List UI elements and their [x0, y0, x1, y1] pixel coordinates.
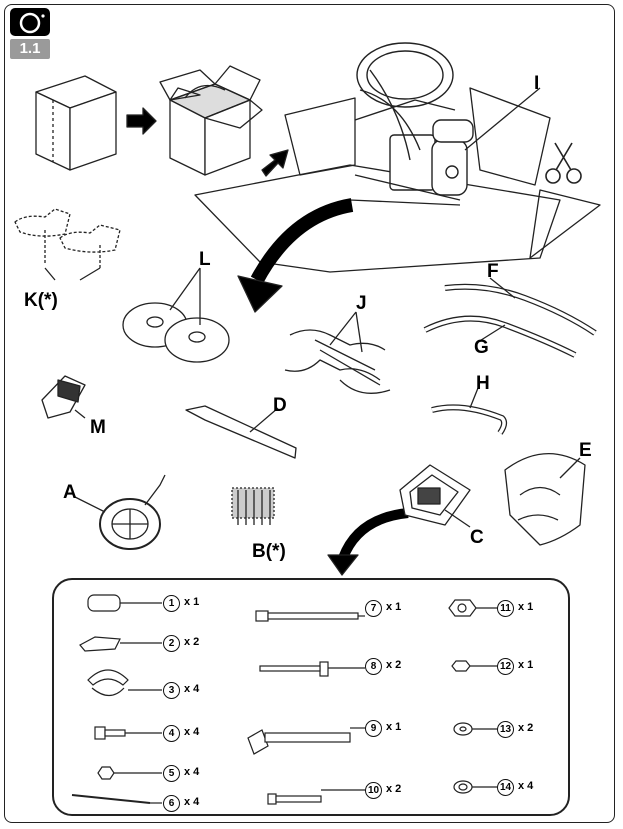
hw-2-plate [79, 636, 121, 652]
hw-num-12: 12 [497, 658, 514, 675]
hw-qty-6: x 4 [184, 796, 200, 808]
hw-num-1: 1 [163, 595, 180, 612]
hw-9-bolt [247, 729, 269, 755]
hw-qty-3: x 4 [184, 683, 200, 695]
page-frame [4, 4, 615, 823]
hw-4-bolt [94, 726, 106, 740]
hw-5-nut [97, 766, 115, 780]
hw-7-bolt [255, 610, 269, 622]
part-m-grip [41, 375, 86, 419]
hw-qty-8: x 2 [386, 659, 402, 671]
hw-num-14: 14 [497, 779, 514, 796]
hw-3-clip [87, 669, 129, 686]
hw-qty-5: x 4 [184, 766, 200, 778]
hw-qty-10: x 2 [386, 783, 402, 795]
label-l: L [199, 249, 211, 270]
hw-num-7: 7 [365, 600, 382, 617]
camera-icon [10, 6, 50, 36]
label-m: M [90, 417, 106, 438]
hw-qty-1: x 1 [184, 596, 200, 608]
hw-num-13: 13 [497, 721, 514, 738]
hw-num-3: 3 [163, 682, 180, 699]
hw-num-4: 4 [163, 725, 180, 742]
hw-qty-14: x 4 [518, 780, 534, 792]
hw-10-bolt [267, 793, 277, 805]
hw-6-rod [71, 794, 151, 804]
hw-num-6: 6 [163, 795, 180, 812]
part-b-bolts [231, 487, 275, 525]
part-c-manual [399, 464, 471, 526]
part-a-wheel [99, 474, 166, 550]
part-k-handlebars [14, 208, 121, 270]
label-j: J [356, 293, 367, 314]
hw-12-nut [451, 660, 471, 672]
hw-num-2: 2 [163, 635, 180, 652]
hw-num-8: 8 [365, 658, 382, 675]
hw-1-spacer [87, 594, 121, 612]
label-g: G [474, 337, 489, 358]
arrow-icon [327, 554, 359, 576]
label-f: F [487, 261, 499, 282]
hw-qty-13: x 2 [518, 722, 534, 734]
hw-num-11: 11 [497, 600, 514, 617]
label-k: K(*) [24, 290, 58, 311]
hw-num-10: 10 [365, 782, 382, 799]
hw-qty-4: x 4 [184, 726, 200, 738]
hw-num-5: 5 [163, 765, 180, 782]
step-badge: 1.1 [10, 39, 50, 59]
part-l-discs [122, 302, 230, 363]
label-e: E [579, 440, 592, 461]
hw-qty-9: x 1 [386, 721, 402, 733]
label-b: B(*) [252, 541, 286, 562]
part-e-guards [504, 453, 586, 546]
hw-qty-7: x 1 [386, 601, 402, 613]
open-box-icon [159, 65, 263, 176]
closed-box-icon [35, 75, 117, 171]
hardware-parts-box [52, 578, 570, 816]
hw-num-9: 9 [365, 720, 382, 737]
label-h: H [476, 373, 490, 394]
part-j-tines [284, 329, 391, 394]
hw-qty-12: x 1 [518, 659, 534, 671]
tiller-machine [354, 42, 474, 201]
hw-8-bolt [319, 661, 329, 677]
label-c: C [470, 527, 484, 548]
label-a: A [63, 482, 77, 503]
label-d: D [273, 395, 287, 416]
hw-qty-2: x 2 [184, 636, 200, 648]
part-d-bar [185, 405, 297, 459]
label-i: I [534, 73, 540, 94]
arrow-icon [237, 275, 283, 313]
hw-qty-11: x 1 [518, 601, 534, 613]
arrow-icon [261, 149, 289, 177]
scissors-icon [545, 142, 582, 184]
arrow-icon [126, 107, 157, 135]
